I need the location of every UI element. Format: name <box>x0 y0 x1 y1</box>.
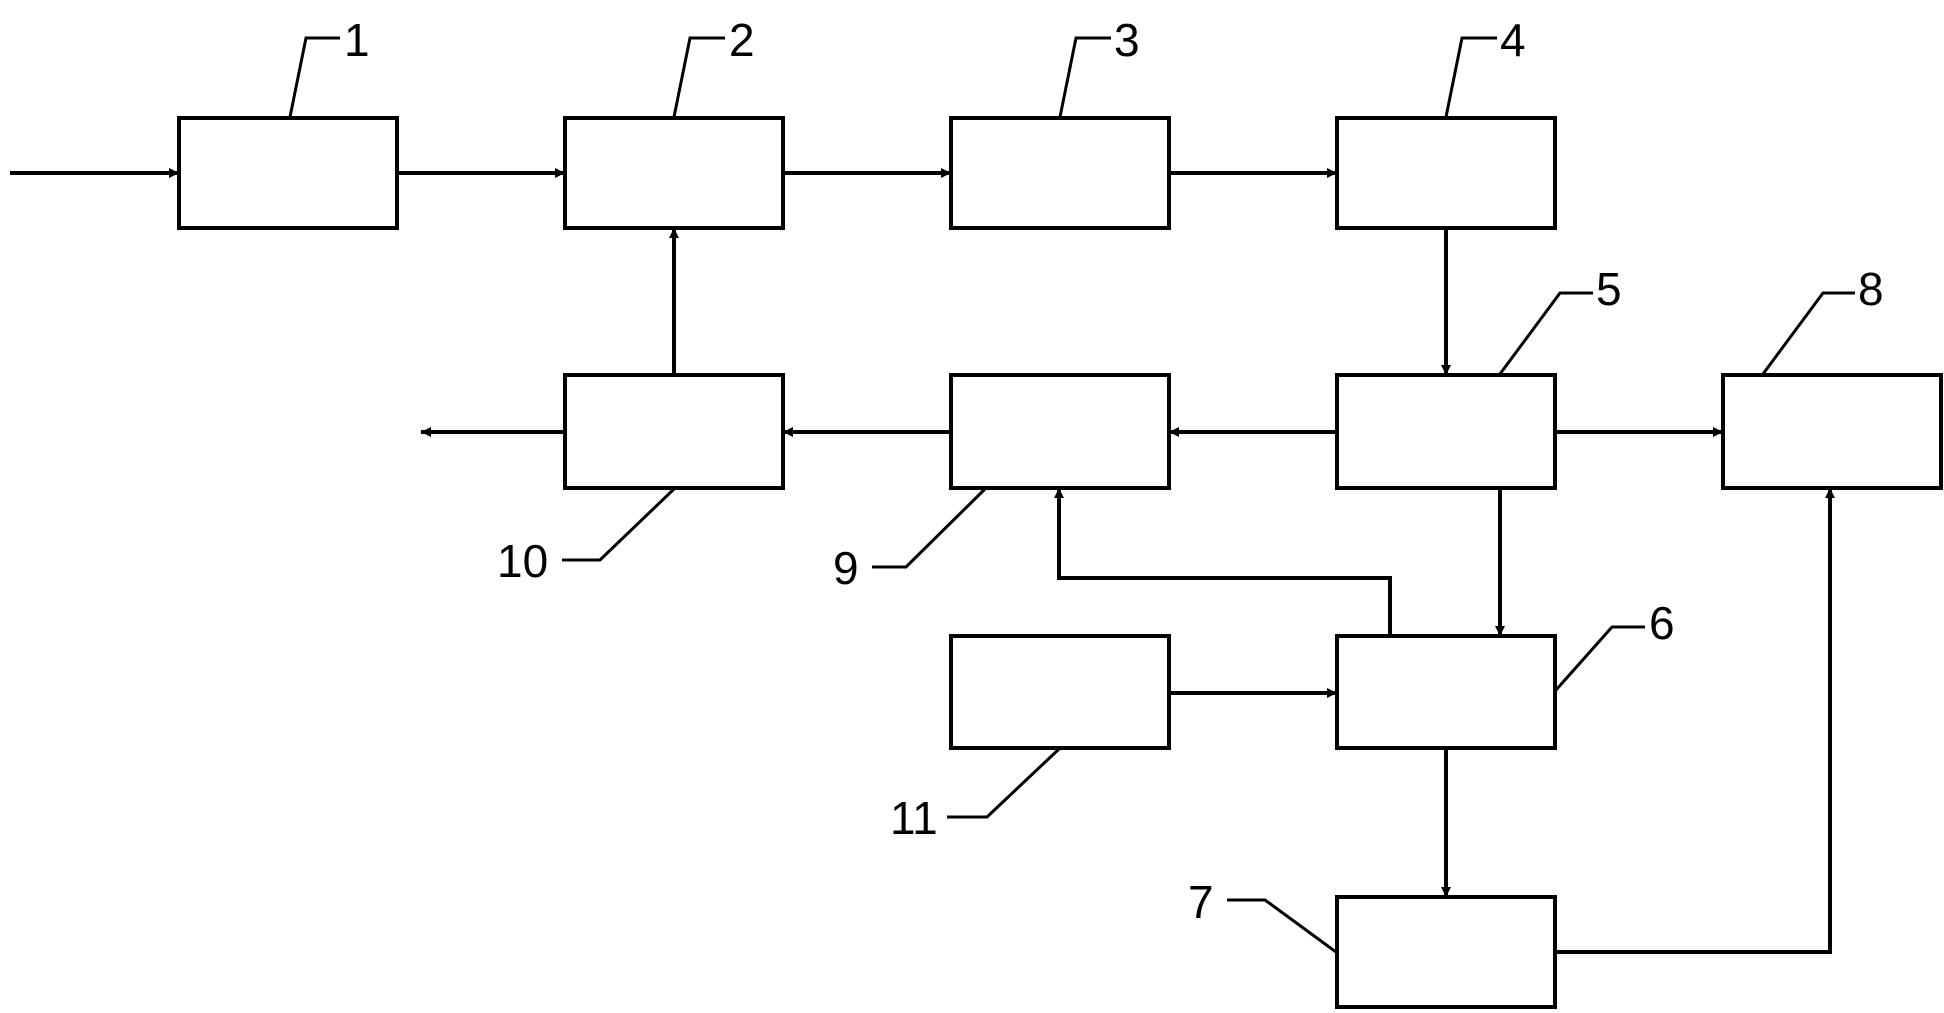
leader-4 <box>1444 36 1497 118</box>
block-11 <box>949 634 1171 750</box>
block-10 <box>563 373 785 490</box>
leader-3 <box>1058 36 1111 118</box>
leader-7 <box>1227 898 1337 954</box>
leader-8 <box>1761 291 1855 375</box>
leader-9 <box>872 487 987 569</box>
block-8 <box>1721 373 1943 490</box>
label-4: 4 <box>1500 14 1526 66</box>
connections <box>10 168 1835 954</box>
label-3: 3 <box>1114 14 1140 66</box>
leader-10 <box>562 487 676 562</box>
label-5: 5 <box>1596 263 1622 315</box>
leader-11 <box>947 747 1061 819</box>
block-9 <box>949 373 1171 490</box>
labels: 1 2 3 4 5 8 10 9 6 11 7 <box>344 14 1884 928</box>
leader-6 <box>1554 625 1645 691</box>
wire-7-8 <box>1555 488 1835 954</box>
label-6: 6 <box>1649 597 1675 649</box>
block-1 <box>177 116 399 230</box>
label-2: 2 <box>729 14 755 66</box>
label-10: 10 <box>497 535 548 587</box>
block-3 <box>949 116 1171 230</box>
label-11: 11 <box>890 792 938 844</box>
leader-lines <box>288 36 1855 954</box>
block-4 <box>1335 116 1557 230</box>
block-7 <box>1335 895 1557 1009</box>
block-5 <box>1335 373 1557 490</box>
blocks <box>177 116 1943 1009</box>
wire-6-9 <box>1054 488 1392 636</box>
leader-2 <box>672 36 725 118</box>
label-8: 8 <box>1858 263 1884 315</box>
leader-1 <box>288 36 340 118</box>
label-7: 7 <box>1188 876 1214 928</box>
label-1: 1 <box>344 14 370 66</box>
block-2 <box>563 116 785 230</box>
label-9: 9 <box>833 542 859 594</box>
block-6 <box>1335 634 1557 750</box>
leader-5 <box>1498 291 1593 375</box>
